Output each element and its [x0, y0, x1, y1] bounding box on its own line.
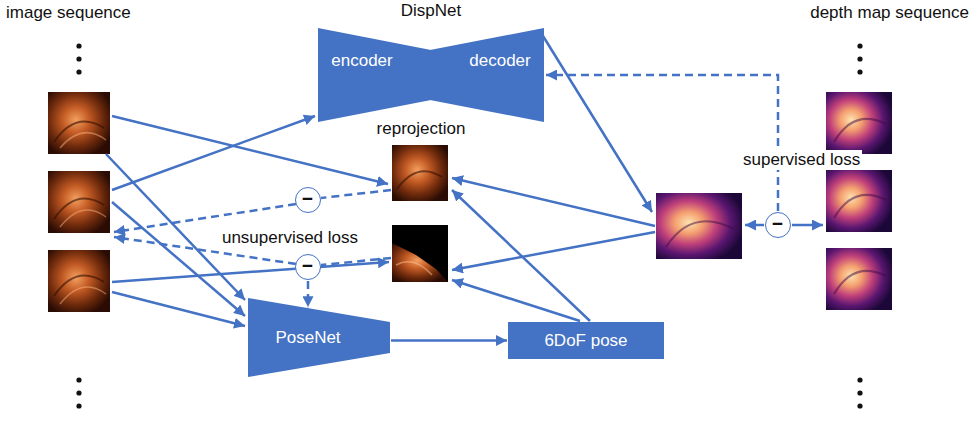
endoscope-image: [48, 250, 110, 312]
flow-arrow: [543, 36, 652, 212]
dot: [76, 56, 81, 61]
depth-map-image: [826, 92, 892, 154]
flow-arrow: [112, 292, 245, 326]
flow-arrow: [452, 280, 580, 321]
flow-arrow: [112, 262, 389, 282]
depth-map-image: [826, 248, 892, 310]
posenet-block: PoseNet: [248, 298, 390, 377]
block-shape: [430, 28, 544, 122]
minus-circle: −: [295, 254, 321, 280]
loss-lines: [114, 190, 391, 265]
flow-arrow: [391, 339, 507, 342]
block-outline: [248, 298, 390, 377]
endoscope-image: [48, 92, 110, 154]
endoscope-image: [48, 171, 110, 233]
dot: [76, 390, 81, 395]
reprojected-image: [392, 145, 448, 201]
flow-arrow: [452, 232, 655, 270]
dot: [76, 403, 81, 408]
flow-arrow: [745, 224, 764, 227]
dot: [76, 43, 81, 48]
node-text: PoseNet: [275, 328, 340, 348]
column-heading: image sequence: [4, 3, 133, 23]
section-label: reprojection: [375, 119, 468, 139]
dashed-arrow: [546, 75, 778, 211]
pose-box: 6DoF pose: [508, 322, 664, 359]
flow-arrow: [452, 190, 590, 321]
decoder-block: decoder: [430, 28, 544, 122]
dashed-arrow: [307, 281, 310, 307]
node-text: −: [302, 255, 313, 277]
dashed-line: [321, 258, 391, 265]
flow-arrow: [792, 224, 823, 227]
node-text: encoder: [331, 51, 392, 71]
loss-label: supervised loss: [741, 150, 862, 170]
dot: [76, 377, 81, 382]
block-shape: [318, 28, 431, 122]
dot: [76, 69, 81, 74]
node-text: −: [772, 213, 783, 235]
block-outline: [430, 28, 544, 122]
node-text: 6DoF pose: [544, 331, 627, 351]
loss-label: unsupervised loss: [220, 228, 360, 248]
dot: [857, 403, 862, 408]
flow-arrow: [112, 116, 315, 190]
block-outline: [318, 28, 431, 122]
encoder-block: encoder: [318, 28, 431, 122]
minus-circle: −: [765, 212, 791, 238]
dot: [857, 43, 862, 48]
node-text: decoder: [469, 51, 530, 71]
predicted-depth-map: [656, 193, 742, 259]
node-text: −: [302, 188, 313, 210]
minus-circle: −: [295, 187, 321, 213]
dashed-line: [321, 190, 391, 198]
dot: [857, 390, 862, 395]
column-heading: depth map sequence: [808, 3, 971, 23]
node-text: DispNet: [401, 1, 461, 21]
reprojected-image: [392, 225, 448, 282]
dot: [857, 69, 862, 74]
depth-map-image: [826, 170, 892, 232]
network-group: DispNet encoder decoder: [318, 0, 544, 124]
dot: [857, 377, 862, 382]
dot: [857, 56, 862, 61]
flow-arrow: [112, 202, 245, 316]
